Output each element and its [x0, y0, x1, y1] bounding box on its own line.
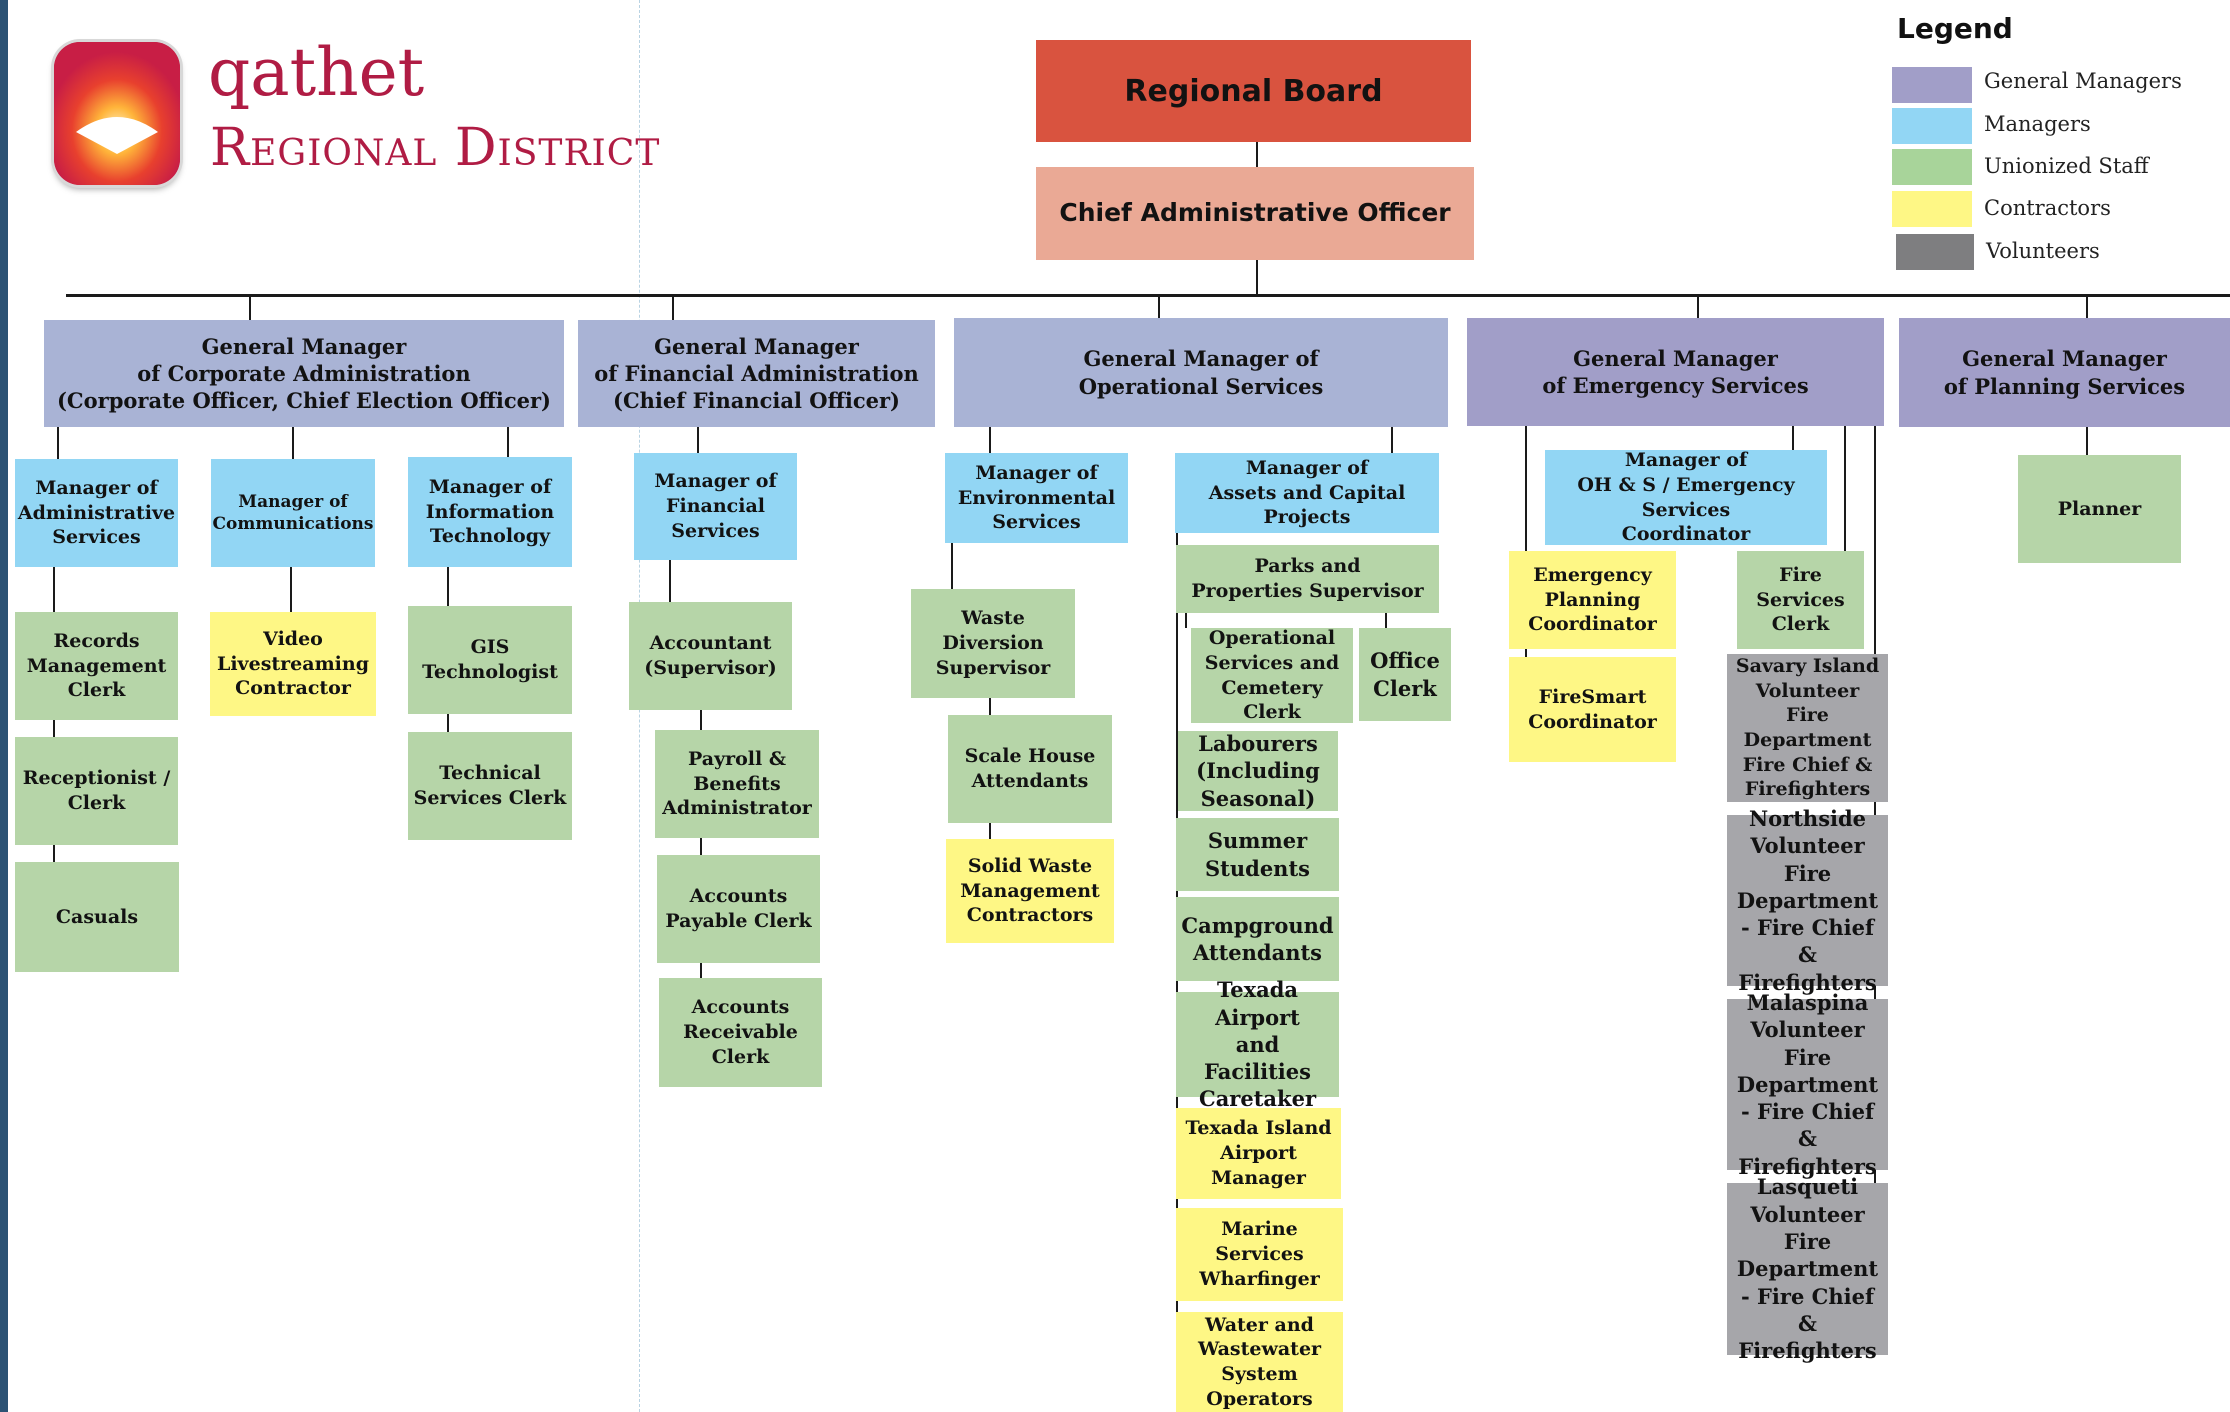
ops-clerk-box: Operational Services and Cemetery Clerk — [1191, 627, 1353, 723]
legend-label-contractors: Contractors — [1984, 196, 2111, 220]
legend-swatch-unionized-staff — [1892, 149, 1972, 185]
campground-box: Campground Attendants — [1176, 897, 1339, 981]
gm-emergency-box: General Manager of Emergency Services — [1467, 318, 1884, 426]
lasqueti-fire-box: Lasqueti Volunteer Fire Department - Fir… — [1727, 1174, 1888, 1363]
accounts-receivable-box: Accounts Receivable Clerk — [659, 978, 822, 1087]
connector-line — [1844, 426, 1846, 554]
connector-line — [1158, 296, 1160, 318]
payroll-box: Payroll & Benefits Administrator — [655, 730, 819, 838]
waste-diversion-supervisor-box: Waste Diversion Supervisor — [911, 589, 1075, 698]
connector-line — [1874, 426, 1876, 1184]
technical-clerk-box: Technical Services Clerk — [408, 732, 572, 840]
connector-line — [951, 541, 953, 589]
brand-name-line2: Regional District — [210, 118, 661, 178]
malaspina-fire-box: Malaspina Volunteer Fire Department - Fi… — [1727, 990, 1888, 1179]
connector-line — [989, 427, 991, 453]
connector-line — [989, 822, 991, 840]
gm-planning-box: General Manager of Planning Services — [1899, 318, 2230, 427]
labourers-box: Labourers (Including Seasonal) — [1178, 731, 1338, 811]
legend-label-volunteers: Volunteers — [1986, 239, 2100, 263]
connector-line — [1256, 142, 1258, 167]
brand-name-line1: qathet — [208, 34, 425, 111]
office-clerk-box: Office Clerk — [1359, 628, 1451, 721]
legend-swatch-contractors — [1892, 191, 1972, 227]
video-contractor-box: Video Livestreaming Contractor — [210, 612, 376, 716]
assets-manager-box: Manager of Assets and Capital Projects — [1175, 453, 1439, 533]
northside-fire-box: Northside Volunteer Fire Department - Fi… — [1727, 806, 1888, 995]
admin-services-manager-box: Manager of Administrative Services — [15, 459, 178, 567]
connector-line — [292, 427, 294, 459]
emergency-planning-coordinator-box: Emergency Planning Coordinator — [1509, 551, 1676, 649]
connector-line — [1185, 613, 1187, 628]
parks-supervisor-box: Parks and Properties Supervisor — [1176, 545, 1439, 613]
financial-services-manager-box: Manager of Financial Services — [634, 453, 797, 560]
left-accent-bar — [0, 0, 8, 1412]
accounts-payable-box: Accounts Payable Clerk — [657, 855, 820, 963]
ohs-manager-box: Manager of OH & S / Emergency Services C… — [1545, 449, 1827, 545]
legend-label-unionized-staff: Unionized Staff — [1984, 154, 2149, 178]
connector-line — [669, 560, 671, 602]
legend-swatch-general-managers — [1892, 67, 1972, 103]
gm-corporate-box: General Manager of Corporate Administrat… — [44, 320, 564, 427]
casuals-box: Casuals — [15, 862, 179, 972]
connector-line — [1385, 613, 1387, 628]
connector-line — [989, 696, 991, 716]
accountant-box: Accountant (Supervisor) — [629, 602, 792, 710]
communications-manager-box: Manager of Communications — [211, 459, 375, 567]
wharfinger-box: Marine Services Wharfinger — [1176, 1208, 1343, 1301]
scale-house-box: Scale House Attendants — [948, 715, 1112, 823]
connector-line — [290, 566, 292, 612]
connector-line — [249, 296, 251, 320]
it-manager-box: Manager of Information Technology — [408, 457, 572, 567]
legend-swatch-managers — [1892, 108, 1972, 144]
environmental-manager-box: Manager of Environmental Services — [945, 453, 1128, 543]
connector-line — [447, 712, 449, 732]
fire-services-clerk-box: Fire Services Clerk — [1737, 551, 1864, 649]
airport-manager-box: Texada Island Airport Manager — [1176, 1108, 1341, 1199]
main-horizontal-connector — [66, 294, 2230, 297]
connector-line — [57, 427, 59, 459]
records-clerk-box: Records Management Clerk — [15, 612, 178, 720]
cao-box: Chief Administrative Officer — [1036, 167, 1474, 260]
gm-operational-box: General Manager of Operational Services — [954, 318, 1448, 427]
firesmart-coordinator-box: FireSmart Coordinator — [1509, 657, 1676, 762]
legend-title: Legend — [1897, 12, 2013, 45]
connector-line — [697, 427, 699, 453]
connector-line — [1391, 427, 1393, 453]
connector-line — [700, 710, 702, 979]
solid-waste-contractors-box: Solid Waste Management Contractors — [946, 839, 1114, 943]
connector-line — [507, 427, 509, 457]
connector-line — [2086, 296, 2088, 318]
gis-technologist-box: GIS Technologist — [408, 606, 572, 714]
connector-line — [1525, 644, 1527, 662]
connector-line — [672, 296, 674, 320]
connector-line — [1256, 260, 1258, 295]
gm-financial-box: General Manager of Financial Administrat… — [578, 320, 935, 427]
summer-students-box: Summer Students — [1176, 818, 1339, 891]
connector-line — [2086, 427, 2088, 455]
connector-line — [1792, 426, 1794, 450]
connector-line — [1697, 296, 1699, 318]
airport-caretaker-box: Texada Airport and Facilities Caretaker — [1176, 977, 1339, 1111]
legend-swatch-volunteers — [1896, 234, 1974, 270]
connector-line — [447, 566, 449, 606]
receptionist-box: Receptionist / Clerk — [15, 737, 178, 845]
regional-board-box: Regional Board — [1036, 40, 1471, 142]
savary-fire-box: Savary Island Volunteer Fire Department … — [1727, 654, 1888, 802]
legend-label-managers: Managers — [1984, 112, 2091, 136]
qathet-logo-icon — [54, 42, 180, 185]
legend-label-general-managers: General Managers — [1984, 69, 2182, 93]
planner-box: Planner — [2018, 455, 2181, 563]
water-operators-box: Water and Wastewater System Operators — [1176, 1312, 1343, 1412]
connector-line — [1525, 426, 1527, 551]
